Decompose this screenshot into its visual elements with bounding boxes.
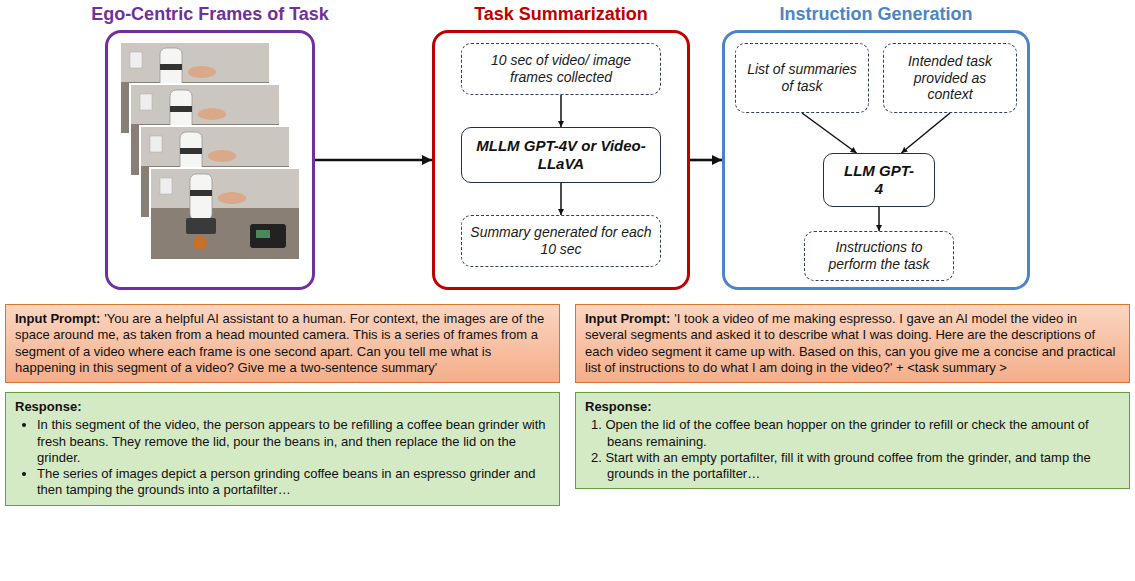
- box-label: MLLM GPT-4V or Video-LLaVA: [470, 137, 652, 173]
- bullet-list: In this segment of the video, the person…: [15, 417, 550, 498]
- box-label: Summary generated for each 10 sec: [470, 224, 652, 258]
- flow-arrow: [315, 159, 432, 162]
- bullet-item: The series of images depict a person gri…: [37, 466, 550, 499]
- response-box: Response: 1. Open the lid of the coffee b…: [575, 392, 1130, 489]
- dashed-box: Instructions to perform the task: [804, 231, 954, 281]
- response-box: Response: In this segment of the video, t…: [5, 392, 560, 506]
- dashed-box: Intended task provided as context: [883, 43, 1017, 113]
- dashed-box: Summary generated for each 10 sec: [461, 215, 661, 267]
- bullet-item: In this segment of the video, the person…: [37, 417, 550, 466]
- box-label: 10 sec of video/ image frames collected: [470, 52, 652, 86]
- process-box: LLM GPT-4: [823, 153, 935, 207]
- group-title: Ego-Centric Frames of Task: [91, 4, 329, 25]
- numbered-list: 1. Open the lid of the coffee bean hoppe…: [585, 417, 1120, 482]
- process-box: MLLM GPT-4V or Video-LLaVA: [461, 127, 661, 183]
- numbered-item: 1. Open the lid of the coffee bean hoppe…: [585, 417, 1120, 450]
- flow-arrow: [802, 113, 857, 153]
- flow-arrow: [560, 183, 562, 215]
- group-panel: Ego-Centric Frames of Task: [105, 30, 315, 290]
- dashed-box: List of summaries of task: [735, 43, 869, 113]
- group-panel: Instruction GenerationList of summaries …: [722, 30, 1030, 290]
- box-label: LLM GPT-4: [842, 162, 916, 198]
- flow-arrow: [690, 159, 722, 162]
- prompt-text: Input Prompt:: [585, 311, 670, 326]
- group-panel: Task Summarization10 sec of video/ image…: [432, 30, 690, 290]
- flow-arrow: [878, 207, 880, 231]
- response-heading: Response:: [585, 399, 1120, 415]
- box-label: Instructions to perform the task: [813, 239, 945, 273]
- box-label: List of summaries of task: [744, 61, 860, 95]
- flow-arrow: [560, 95, 562, 127]
- prompt-text: Input Prompt:: [15, 311, 100, 326]
- flow-arrow: [901, 113, 950, 153]
- response-heading: Response:: [15, 399, 550, 415]
- box-label: Intended task provided as context: [892, 53, 1008, 103]
- video-frame: [150, 168, 300, 260]
- prompt-box: Input Prompt:'You are a helpful AI assis…: [5, 304, 560, 383]
- group-title: Instruction Generation: [779, 4, 972, 25]
- group-title: Task Summarization: [474, 4, 648, 25]
- dashed-box: 10 sec of video/ image frames collected: [461, 43, 661, 95]
- numbered-item: 2. Start with an empty portafilter, fill…: [585, 450, 1120, 483]
- prompt-box: Input Prompt:'I took a video of me makin…: [575, 304, 1130, 383]
